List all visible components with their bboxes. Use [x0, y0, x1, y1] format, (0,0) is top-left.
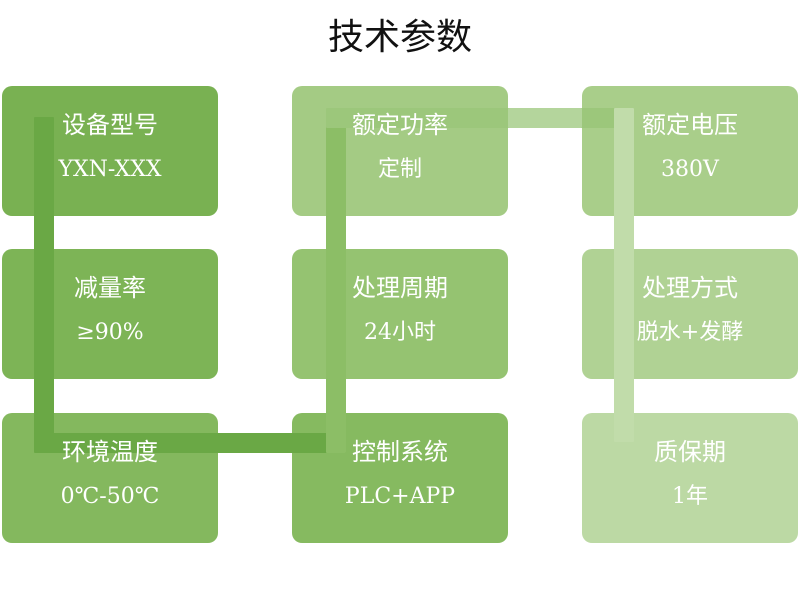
connector-col2-vertical [326, 112, 346, 453]
card-processing-cycle [292, 249, 508, 379]
connector-top-2-3 [326, 108, 634, 128]
connector-top-gap [508, 108, 582, 128]
connector-col1-vertical [34, 117, 54, 451]
connector-bottom-1-2 [34, 433, 346, 453]
connector-col3-vertical [614, 108, 634, 442]
card-rated-power [292, 86, 508, 216]
page-title: 技术参数 [327, 17, 472, 58]
